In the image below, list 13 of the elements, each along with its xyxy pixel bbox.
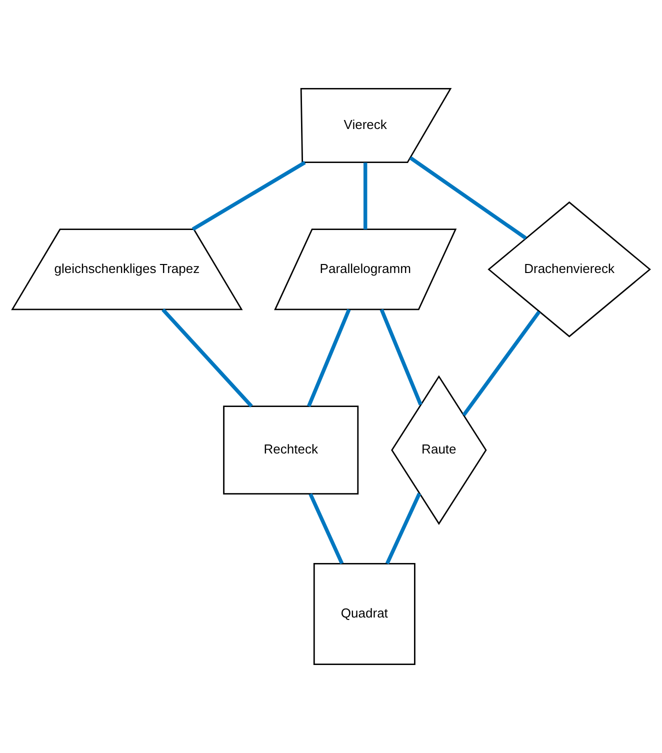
- node-box: Quadrat: [313, 563, 416, 665]
- connector: [162, 308, 253, 408]
- connector: [192, 160, 306, 231]
- node-diamond: Raute: [391, 375, 487, 525]
- connector: [409, 156, 527, 240]
- connector: [307, 308, 351, 407]
- node-box: Rechteck: [223, 406, 359, 495]
- node-diamond: Drachenviereck: [488, 201, 651, 338]
- connector: [380, 308, 422, 406]
- connector: [462, 310, 541, 416]
- connector: [364, 162, 368, 230]
- connector: [385, 492, 422, 564]
- connector: [308, 493, 344, 564]
